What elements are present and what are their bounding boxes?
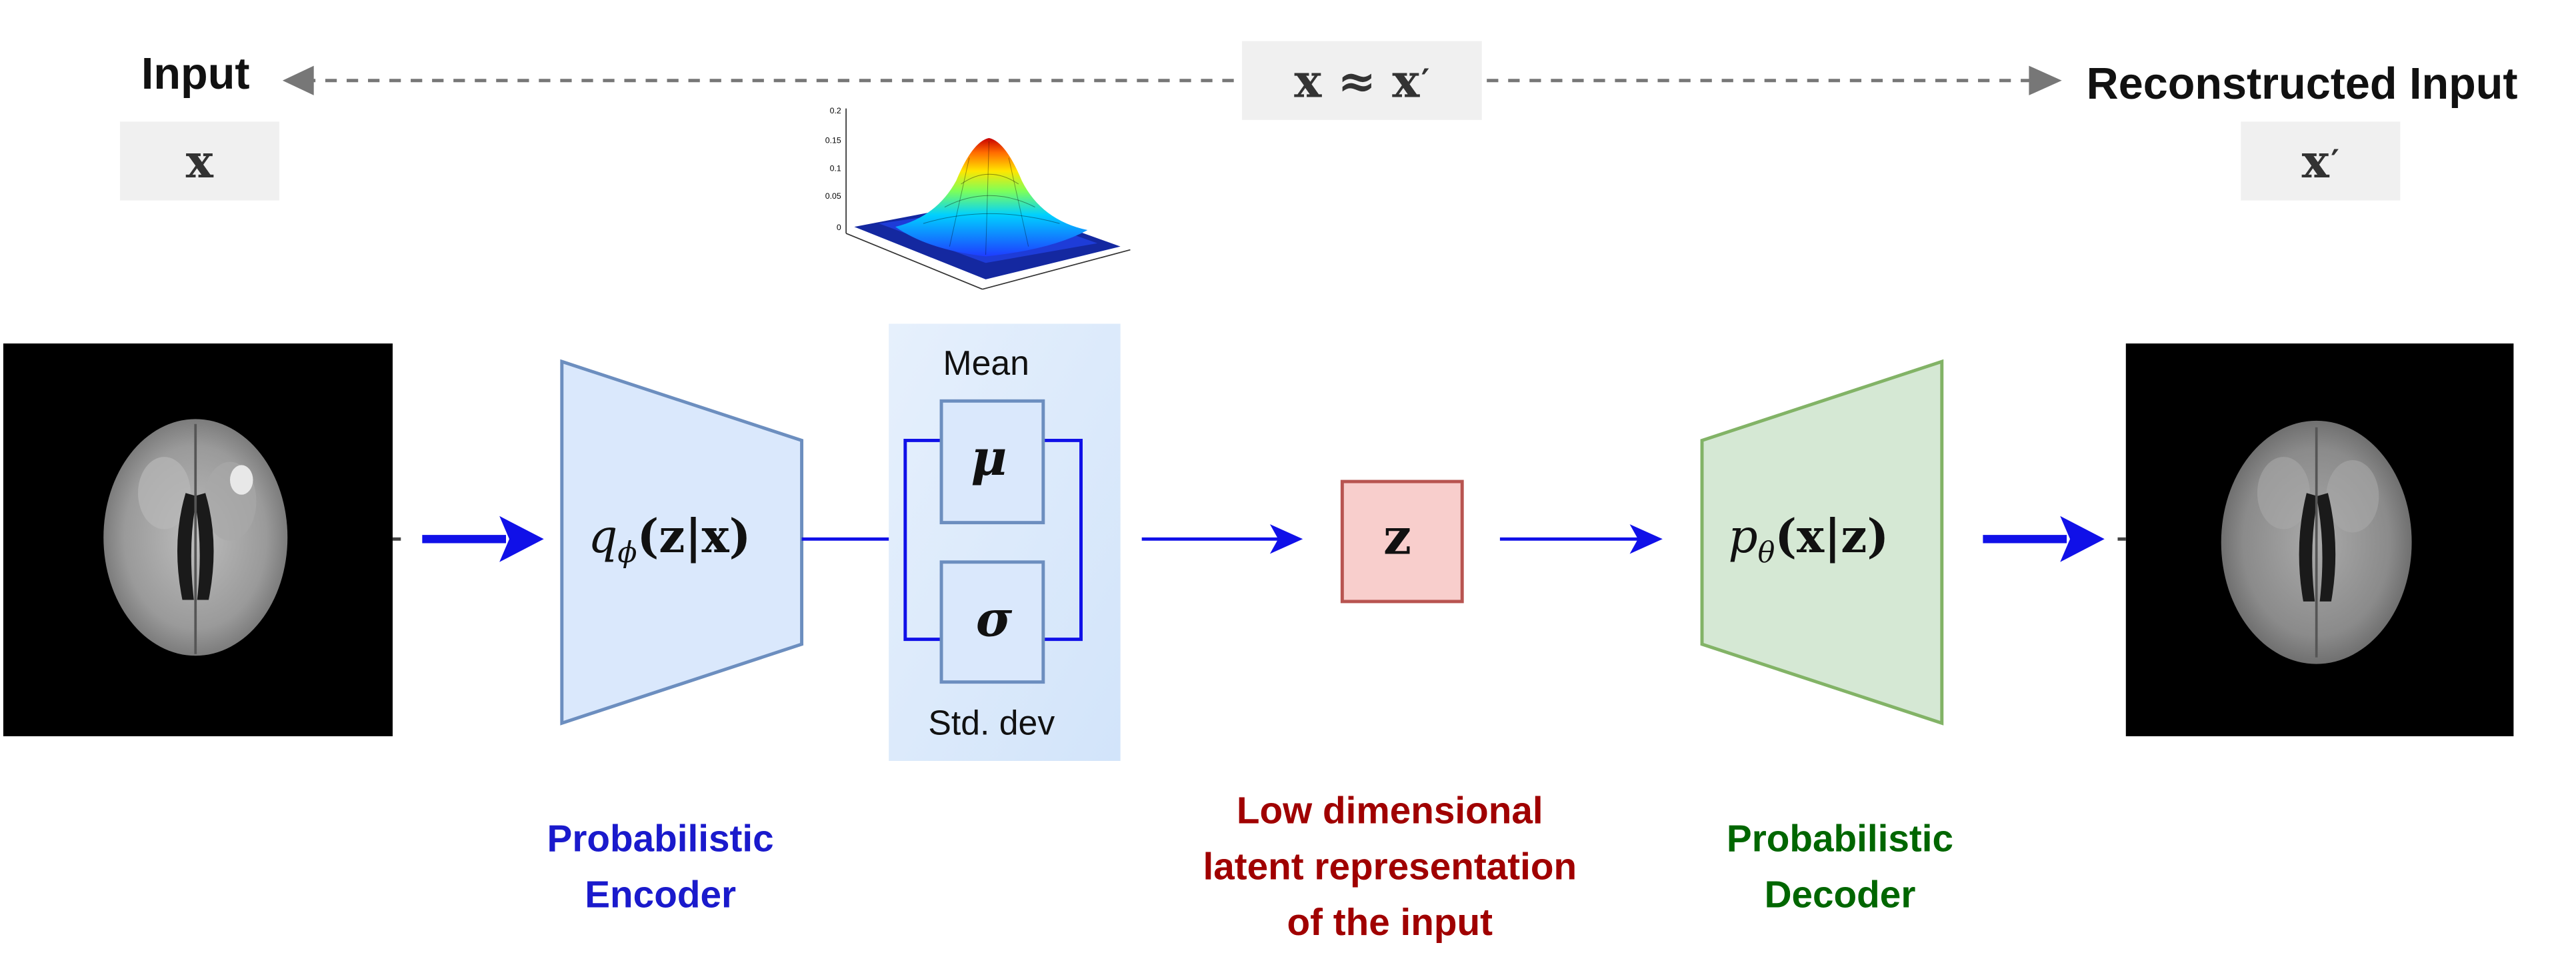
gaussian-tick-3: 0.05 bbox=[825, 191, 841, 201]
sigma-symbol: σ bbox=[975, 592, 1013, 650]
encoder-function: qϕ(z|x) bbox=[588, 510, 751, 570]
encoder-caption: Probabilistic Encoder bbox=[480, 810, 841, 922]
latent-caption-line2: latent representation bbox=[1203, 844, 1577, 888]
encoder-func-sub: ϕ bbox=[617, 537, 637, 571]
decoder-caption-line2: Decoder bbox=[1764, 872, 1916, 916]
latent-box bbox=[1340, 479, 1464, 604]
mu-box bbox=[939, 399, 1045, 525]
latent-caption: Low dimensional latent representation of… bbox=[1143, 782, 1636, 950]
latent-to-decoder-arrowhead bbox=[1629, 524, 1663, 554]
gaussian-tick-0: 0.2 bbox=[830, 106, 841, 115]
input-label: Input bbox=[141, 49, 250, 99]
output-arrowhead bbox=[2060, 516, 2105, 562]
sampling-bracket-right bbox=[1043, 438, 1083, 642]
recon-var: x bbox=[2301, 133, 2329, 189]
decoder-func-symbol: p bbox=[1728, 509, 1758, 564]
reconstructed-brain-image bbox=[2117, 343, 2514, 737]
dashed-arrowhead-left bbox=[282, 65, 314, 95]
input-var-box: x bbox=[119, 121, 279, 201]
encoder-func-symbol: q bbox=[588, 509, 618, 564]
input-brain-image bbox=[3, 343, 401, 737]
mean-label: Mean bbox=[943, 345, 1029, 383]
approx-equation: x ≈ x bbox=[1294, 53, 1420, 108]
sampling-to-latent-arrowhead bbox=[1269, 524, 1303, 554]
sampling-panel bbox=[889, 323, 1121, 761]
decoder-function: pθ(x|z) bbox=[1728, 510, 1889, 570]
dashed-arrowhead-right bbox=[2029, 65, 2062, 95]
encoder-caption-line1: Probabilistic bbox=[547, 816, 774, 860]
decoder-caption: Probabilistic Decoder bbox=[1659, 810, 2021, 922]
input-arrowhead bbox=[499, 516, 544, 562]
sigma-box bbox=[939, 560, 1045, 684]
latent-symbol: z bbox=[1383, 509, 1411, 568]
approx-equation-box: x ≈ x′ bbox=[1242, 41, 1482, 120]
input-var: x bbox=[185, 133, 213, 189]
recon-prime: ′ bbox=[2331, 142, 2340, 180]
decoder-trapezoid bbox=[1700, 359, 1944, 726]
decoder-func-sub: θ bbox=[1757, 537, 1775, 571]
sampling-bracket-left bbox=[903, 438, 942, 642]
decoder-func-args: (x|z) bbox=[1775, 509, 1889, 564]
encoder-trapezoid bbox=[560, 359, 804, 726]
gaussian-tick-4: 0 bbox=[837, 223, 841, 232]
gaussian-surface-plot: 0.2 0.15 0.1 0.05 0 bbox=[825, 106, 1131, 290]
mu-symbol: μ bbox=[971, 430, 1007, 488]
latent-caption-line1: Low dimensional bbox=[1236, 788, 1543, 832]
reconstructed-input-label: Reconstructed Input bbox=[2086, 59, 2518, 109]
latent-caption-line3: of the input bbox=[1287, 900, 1493, 944]
encoder-func-args: (z|x) bbox=[637, 509, 751, 564]
recon-var-box: x′ bbox=[2241, 121, 2401, 201]
gaussian-tick-2: 0.1 bbox=[830, 163, 841, 173]
encoder-caption-line2: Encoder bbox=[585, 872, 737, 916]
gaussian-tick-1: 0.15 bbox=[825, 135, 841, 145]
std-dev-label: Std. dev bbox=[928, 705, 1055, 743]
approx-prime: ′ bbox=[1421, 61, 1430, 100]
decoder-caption-line1: Probabilistic bbox=[1726, 816, 1954, 860]
